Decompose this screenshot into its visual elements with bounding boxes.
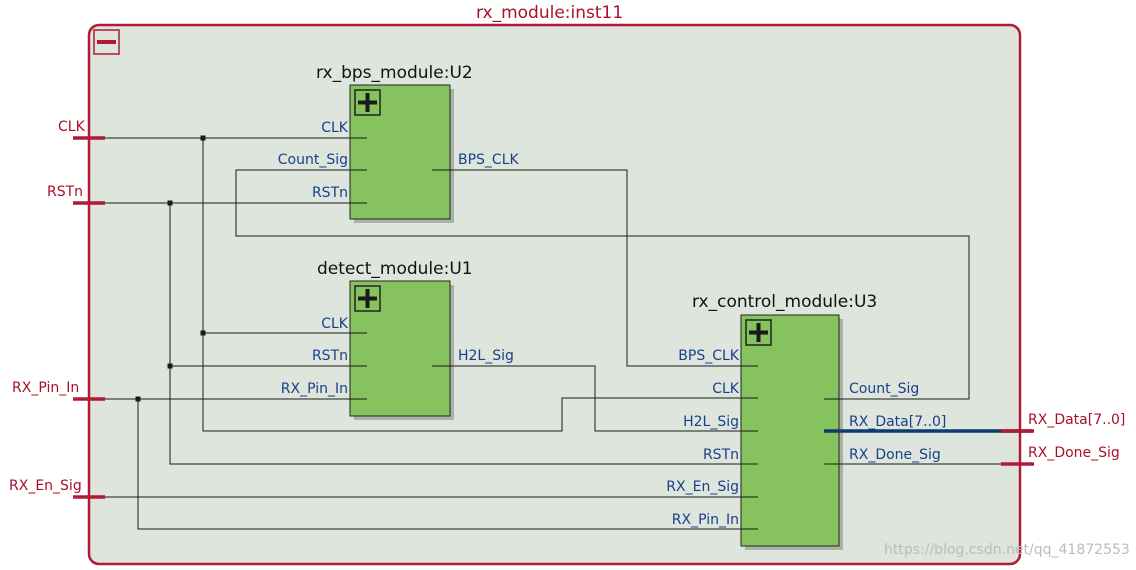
wire-rstn-u3 <box>169 203 758 465</box>
u3-expand-icon[interactable] <box>745 319 772 346</box>
u1-pin-rx-pin-in: RX_Pin_In <box>280 381 348 397</box>
u2-pin-clk: CLK <box>321 120 348 136</box>
module-title: rx_module:inst11 <box>476 3 624 23</box>
port-rx-data[interactable]: RX_Data[7..0] <box>1028 412 1126 428</box>
port-rx-done-sig[interactable]: RX_Done_Sig <box>1028 445 1120 461</box>
wire-rxpin-u3 <box>137 399 758 530</box>
u1-pin-h2l-sig: H2L_Sig <box>458 348 514 364</box>
u3-pin-count-sig: Count_Sig <box>849 381 920 397</box>
u3-pin-rx-pin-in: RX_Pin_In <box>671 512 739 528</box>
u1-title: detect_module:U1 <box>317 259 473 279</box>
u3-pin-h2l-sig: H2L_Sig <box>683 414 739 430</box>
u3-pin-bps-clk: BPS_CLK <box>678 348 739 364</box>
u2-pin-rstn: RSTn <box>311 185 348 201</box>
u3-pin-rx-done-sig: RX_Done_Sig <box>849 447 941 463</box>
u3-pin-rstn: RSTn <box>702 447 739 463</box>
u1-pin-rstn: RSTn <box>311 348 348 364</box>
u3-pin-clk: CLK <box>712 381 739 397</box>
port-rx-pin-in[interactable]: RX_Pin_In <box>12 380 80 396</box>
u1-expand-icon[interactable] <box>354 285 381 312</box>
u2-title: rx_bps_module:U2 <box>316 63 473 83</box>
wires <box>88 137 1003 530</box>
wire-h2l-sig <box>432 365 758 432</box>
junctions <box>135 135 206 402</box>
u1-pin-clk: CLK <box>321 316 348 332</box>
u2-block[interactable] <box>349 84 451 220</box>
collapse-icon[interactable] <box>93 29 120 55</box>
u2-expand-icon[interactable] <box>354 89 381 116</box>
u3-title: rx_control_module:U3 <box>692 292 878 312</box>
port-rx-en-sig[interactable]: RX_En_Sig <box>9 478 82 494</box>
port-clk[interactable]: CLK <box>58 119 85 135</box>
u2-pin-bps-clk: BPS_CLK <box>458 152 519 168</box>
port-stubs <box>73 136 1034 499</box>
module-frame <box>87 23 1022 566</box>
wire-count-sig <box>235 169 970 400</box>
watermark: https://blog.csdn.net/qq_41872553 <box>884 542 1130 558</box>
port-rstn[interactable]: RSTn <box>47 184 84 200</box>
u2-pin-count-sig: Count_Sig <box>277 152 348 168</box>
u3-pin-rx-en-sig: RX_En_Sig <box>666 479 739 495</box>
u3-pin-rx-data: RX_Data[7..0] <box>849 414 947 430</box>
wire-bps-clk <box>432 169 758 367</box>
